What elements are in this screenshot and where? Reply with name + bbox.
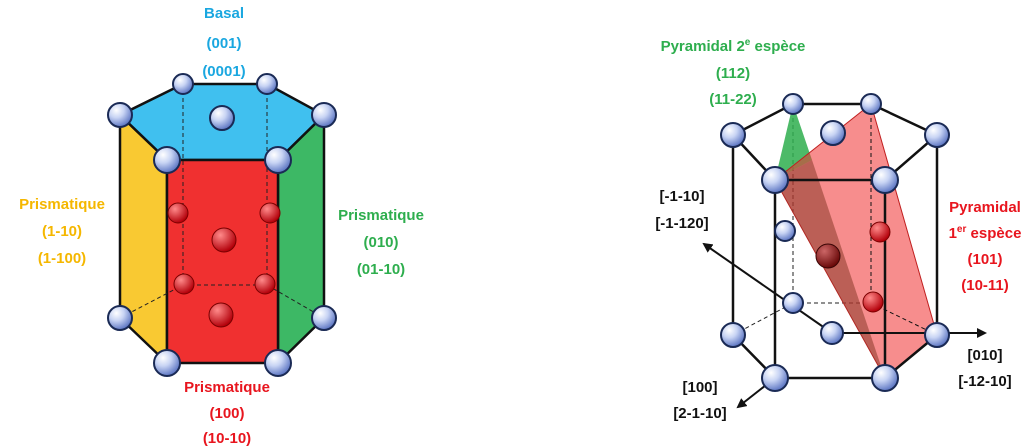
- atom: [774, 220, 796, 242]
- atom: [254, 273, 276, 295]
- prism-front-face: [165, 158, 280, 365]
- atom: [720, 322, 746, 348]
- prism-front-miller4: (10-10): [203, 430, 251, 447]
- atom: [871, 364, 899, 392]
- atom: [211, 227, 237, 253]
- atom: [153, 349, 181, 377]
- atom: [860, 93, 882, 115]
- atom: [153, 146, 181, 174]
- pyr2-name: Pyramidal 2e espèce: [661, 37, 806, 55]
- atom: [862, 291, 884, 313]
- pyr1-name: Pyramidal: [949, 199, 1021, 216]
- atom: [782, 292, 804, 314]
- atom: [208, 302, 234, 328]
- dir-b-line1: [010]: [967, 347, 1002, 364]
- atom: [264, 349, 292, 377]
- prism-left-miller3: (1-10): [42, 223, 82, 240]
- pyr2-miller3: (112): [716, 65, 750, 82]
- right-hcp-cell: Pyramidal 2e espèce (112) (11-22) Pyrami…: [655, 37, 1021, 422]
- pyr1-miller4: (10-11): [961, 277, 1009, 294]
- basal-miller3: (001): [206, 35, 241, 52]
- atom: [815, 243, 841, 269]
- basal-name: Basal: [204, 5, 244, 22]
- dir-c-line1: [100]: [682, 379, 717, 396]
- pyr2-miller4: (11-22): [709, 91, 757, 108]
- atom: [311, 102, 337, 128]
- atom: [820, 321, 844, 345]
- prism-right-miller3: (010): [363, 234, 398, 251]
- basal-miller4: (0001): [202, 63, 245, 80]
- atom: [172, 73, 194, 95]
- prism-left-miller4: (1-100): [38, 250, 86, 267]
- atom: [173, 273, 195, 295]
- prism-right-name: Prismatique: [338, 207, 424, 224]
- pyramidal-1-shade: [775, 160, 885, 378]
- atom: [761, 166, 789, 194]
- pyr1-line2: 1er espèce: [949, 224, 1022, 242]
- atom: [167, 202, 189, 224]
- atom: [924, 122, 950, 148]
- vertex-atoms: [107, 73, 337, 377]
- atom: [761, 364, 789, 392]
- dir-c-line2: [2-1-10]: [673, 405, 726, 422]
- atom: [720, 122, 746, 148]
- atom: [311, 305, 337, 331]
- atom: [209, 105, 235, 131]
- atom: [107, 102, 133, 128]
- atom: [107, 305, 133, 331]
- atom: [820, 120, 846, 146]
- dir-a-line2: [-1-120]: [655, 215, 708, 232]
- atom: [259, 202, 281, 224]
- prism-front-miller3: (100): [209, 405, 244, 422]
- prism-front-name: Prismatique: [184, 379, 270, 396]
- dir-a-line1: [-1-10]: [659, 188, 704, 205]
- arrow-dir-a: [702, 242, 833, 334]
- hidden-edges: [119, 84, 325, 319]
- atom: [782, 93, 804, 115]
- atom: [871, 166, 899, 194]
- prism-left-name: Prismatique: [19, 196, 105, 213]
- dir-b-line2: [-12-10]: [958, 373, 1011, 390]
- atom: [869, 221, 891, 243]
- left-hcp-cell: Basal (001) (0001) Prismatique (1-10) (1…: [19, 5, 424, 447]
- atom: [924, 322, 950, 348]
- pyr1-miller3: (101): [967, 251, 1002, 268]
- prism-right-miller4: (01-10): [357, 261, 405, 278]
- atom: [256, 73, 278, 95]
- atom: [264, 146, 292, 174]
- vertex-atoms: [720, 93, 950, 392]
